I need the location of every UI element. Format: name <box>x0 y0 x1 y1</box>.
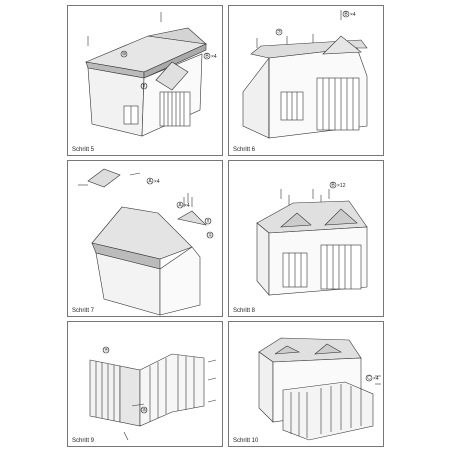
step-8-illustration: B ×12 <box>256 181 368 296</box>
step-7-part-count-1: ×4 <box>154 179 160 185</box>
step-8-caption: Schritt 8 <box>233 308 256 314</box>
step-6-illustration: ⑦ B ×4 <box>242 10 368 139</box>
step-7-callout-2: ⑫ <box>207 231 212 238</box>
step-5-part-letter: B <box>205 53 209 59</box>
step-6-panel: ⑦ B ×4 Schritt 6 <box>228 5 384 156</box>
step-6-part-count: ×4 <box>350 12 356 18</box>
step-7-part-count-2: ×4 <box>184 203 190 209</box>
step-5-callout-1: ⑩ <box>122 51 127 57</box>
step-5-callout-2: ⑪ <box>141 82 146 89</box>
step-9-caption: Schritt 9 <box>72 438 95 444</box>
step-5-part-count: ×4 <box>211 54 217 60</box>
step-9-callout-1: ⑭ <box>103 346 108 353</box>
step-10-panel: C ×4 Schritt 10 <box>228 321 384 447</box>
step-7-callout-1: ⑪ <box>205 217 210 224</box>
step-10-caption: Schritt 10 <box>233 438 259 444</box>
step-9-panel: ⑭ ⑮ Schritt 9 <box>67 321 223 447</box>
step-7-caption: Schritt 7 <box>72 308 95 314</box>
step-10-part-count: ×4 <box>373 376 379 382</box>
step-8-part-count: ×12 <box>337 183 346 189</box>
step-6-caption: Schritt 6 <box>233 147 256 153</box>
step-5-panel: ⑩ ⑪ B ×4 Schritt 5 <box>67 5 223 156</box>
step-5-caption: Schritt 5 <box>72 147 95 153</box>
step-6-part-letter: B <box>344 11 348 17</box>
step-10-part-letter: C <box>367 375 371 381</box>
step-6-callout-1: ⑦ <box>277 29 282 35</box>
step-9-callout-2: ⑮ <box>141 406 146 413</box>
step-7-part-letter-1: A <box>148 178 152 184</box>
step-7-part-letter-2: A <box>178 202 182 208</box>
step-7-panel: A ×4 A ×4 ⑪ ⑫ Schritt 7 <box>67 160 223 317</box>
step-5-illustration: ⑩ ⑪ B ×4 <box>84 12 217 137</box>
step-8-part-letter: B <box>331 182 335 188</box>
step-10-illustration: C ×4 <box>258 337 381 441</box>
step-8-panel: B ×12 Schritt 8 <box>228 160 384 317</box>
step-7-illustration: A ×4 A ×4 ⑪ ⑫ <box>78 168 214 316</box>
step-9-illustration: ⑭ ⑮ <box>89 346 217 441</box>
